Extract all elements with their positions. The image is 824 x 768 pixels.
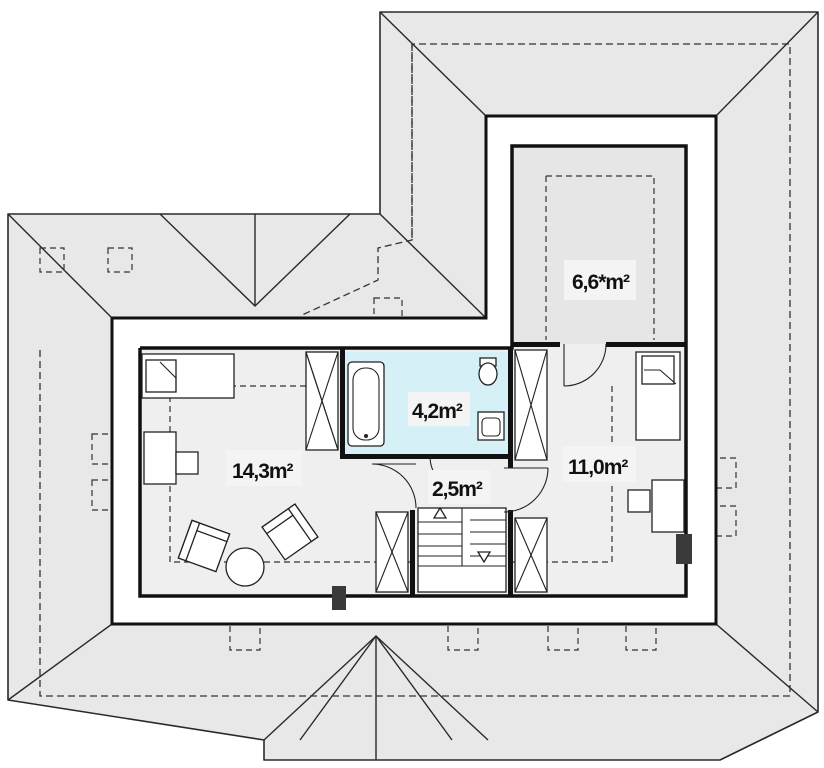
knee-wall-line — [546, 175, 655, 340]
bed-right-blanket — [644, 369, 677, 385]
wardrobe-left-x — [305, 351, 339, 451]
stair-arrow-down-icon — [476, 551, 492, 564]
chair-right — [627, 489, 651, 513]
area-label-bedroom-right: 11,0m² — [568, 456, 628, 479]
area-label-hall: 2,5m² — [432, 478, 483, 501]
chimney-right — [676, 534, 692, 564]
door-swing-attic — [563, 343, 607, 387]
area-labels: 6,6*m² 4,2m² 2,5m² 14,3m² 11,0m² — [226, 260, 636, 504]
wall-attic-partition — [512, 342, 560, 347]
wall-stair-right — [508, 510, 513, 596]
door-swing-right — [503, 467, 549, 513]
roof-gable-front-r — [375, 635, 489, 741]
roof-ridge-bottom-right — [715, 623, 819, 713]
label-bg-bedroom-right — [562, 446, 636, 482]
wardrobe-x — [375, 511, 409, 593]
stair-arrow-up-icon — [432, 506, 448, 519]
wall-bath-right — [508, 348, 513, 468]
bathtub-drain — [364, 434, 368, 438]
bed-left-blanket — [159, 361, 177, 392]
area-label-bedroom-left: 14,3m² — [232, 460, 294, 483]
walls — [138, 144, 692, 610]
label-bg-attic — [564, 260, 636, 300]
wall-attic-partition — [606, 342, 686, 347]
area-label-attic: 6,6*m² — [572, 271, 630, 294]
sink-basin — [481, 417, 501, 437]
toilet-bowl — [478, 362, 498, 386]
roof-ridge-top-left — [379, 11, 487, 117]
staircase — [417, 506, 507, 593]
coffee-table — [225, 547, 265, 587]
roof-window — [39, 247, 65, 273]
armchair-1 — [177, 519, 231, 573]
furniture — [141, 343, 685, 593]
wall-bath-bottom — [340, 454, 512, 459]
label-bg-bedroom-left — [226, 450, 302, 486]
wardrobe-x — [514, 517, 548, 593]
roof-window — [107, 247, 133, 273]
roof-ridge-bottom-left — [7, 623, 113, 701]
chair-left — [175, 451, 199, 475]
chimney-left — [332, 586, 346, 610]
label-bg-bathroom — [408, 392, 470, 426]
wardrobe-hall-x — [514, 349, 548, 461]
roof-ridge-left — [7, 213, 113, 319]
wall-bath-left — [340, 348, 345, 458]
bathtub — [347, 361, 385, 447]
area-label-bathroom: 4,2m² — [412, 400, 463, 423]
door-swing-left — [371, 463, 417, 509]
desk-left — [143, 431, 177, 485]
bed-left-pillow — [145, 359, 177, 393]
roof-ridge-top-right — [715, 11, 819, 117]
wall-stair-left — [410, 510, 415, 596]
attic-floor — [514, 148, 684, 344]
bathtub-inner — [352, 367, 380, 441]
armchair-2 — [261, 503, 319, 561]
knee-wall-line — [169, 386, 410, 563]
desk-right — [651, 479, 685, 533]
label-bg-hall — [428, 470, 490, 504]
roof-gable-front-l — [263, 635, 377, 741]
roof-ridge-inner — [379, 213, 487, 319]
